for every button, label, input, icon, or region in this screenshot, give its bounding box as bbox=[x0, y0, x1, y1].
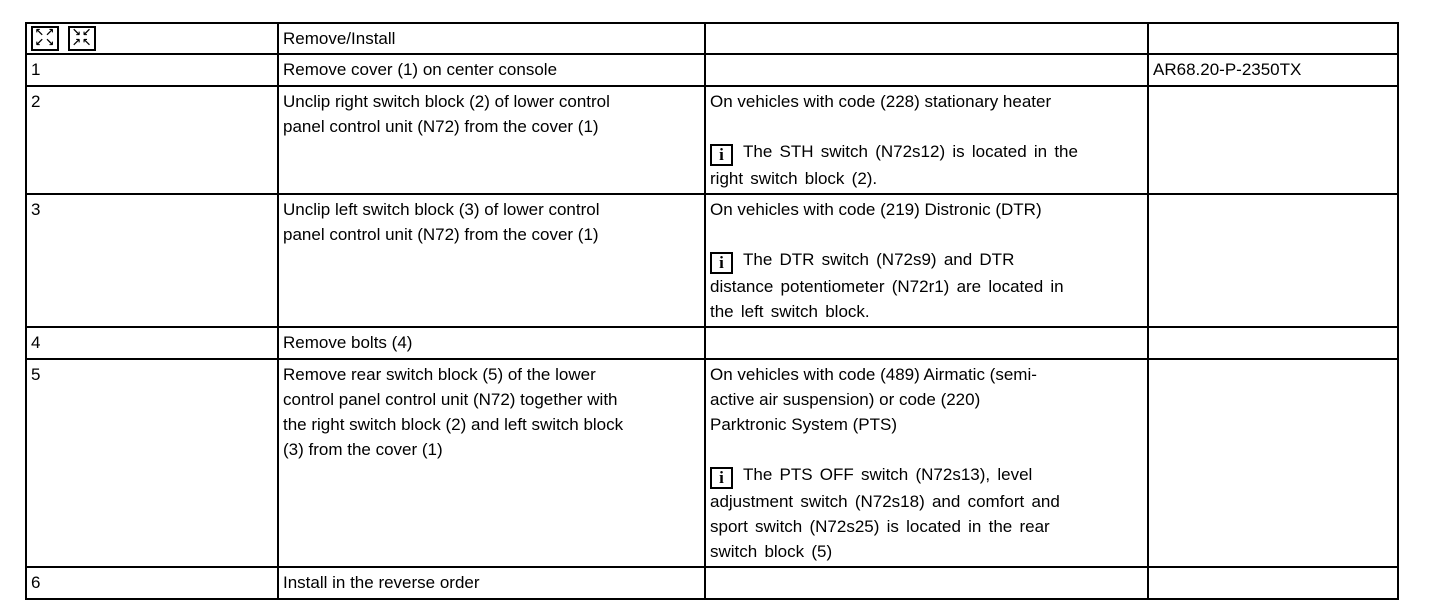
info-icon: i bbox=[710, 252, 733, 274]
collapse-icon-bottom: ↗↖ bbox=[71, 36, 93, 49]
instruction-text: Remove rear switch block (5) of the lowe… bbox=[283, 365, 624, 459]
instruction-text: Unclip left switch block (3) of lower co… bbox=[283, 200, 600, 244]
instruction-cell: Remove cover (1) on center console bbox=[277, 53, 706, 87]
note-info-text: The DTR switch (N72s9) and DTR distance … bbox=[710, 250, 1064, 321]
step-number: 5 bbox=[31, 365, 41, 384]
step-number: 6 bbox=[31, 573, 41, 592]
note-info-text: The PTS OFF switch (N72s13), level adjus… bbox=[710, 465, 1060, 561]
expand-icon[interactable]: ↖↗↙↘ bbox=[31, 26, 59, 51]
table-row: 6 Install in the reverse order bbox=[25, 566, 1399, 600]
instruction-text: Remove cover (1) on center console bbox=[283, 60, 558, 79]
instruction-cell: Unclip left switch block (3) of lower co… bbox=[277, 193, 706, 328]
step-number-cell: 4 bbox=[25, 326, 279, 360]
table-row: 3 Unclip left switch block (3) of lower … bbox=[25, 193, 1399, 328]
instruction-cell: Remove bolts (4) bbox=[277, 326, 706, 360]
procedure-table: ↖↗↙↘ ↘↙↗↖ Remove/Install 1 Remove cover (… bbox=[25, 22, 1399, 600]
table-row: 4 Remove bolts (4) bbox=[25, 326, 1399, 360]
step-number: 3 bbox=[31, 200, 41, 219]
doc-ref-cell bbox=[1147, 326, 1399, 360]
step-number-cell: 2 bbox=[25, 85, 279, 195]
instruction-cell: Unclip right switch block (2) of lower c… bbox=[277, 85, 706, 195]
table-title: Remove/Install bbox=[283, 29, 396, 48]
collapse-icon-top: ↘↙ bbox=[71, 26, 93, 39]
doc-ref: AR68.20-P-2350TX bbox=[1153, 60, 1302, 79]
note-intro-text: On vehicles with code (219) Distronic (D… bbox=[710, 200, 1042, 219]
step-number-cell: 5 bbox=[25, 358, 279, 568]
table-row: 1 Remove cover (1) on center console AR6… bbox=[25, 53, 1399, 87]
instruction-text: Remove bolts (4) bbox=[283, 333, 413, 352]
doc-ref-cell bbox=[1147, 358, 1399, 568]
note-cell: On vehicles with code (489) Airmatic (se… bbox=[704, 358, 1149, 568]
step-number-cell: 6 bbox=[25, 566, 279, 600]
instruction-cell: Remove rear switch block (5) of the lowe… bbox=[277, 358, 706, 568]
instruction-text: Install in the reverse order bbox=[283, 573, 480, 592]
step-number: 1 bbox=[31, 60, 41, 79]
header-empty-cell-doc bbox=[1147, 22, 1399, 55]
step-number: 2 bbox=[31, 92, 41, 111]
doc-ref-cell bbox=[1147, 193, 1399, 328]
table-row: 5 Remove rear switch block (5) of the lo… bbox=[25, 358, 1399, 568]
note-intro-text: On vehicles with code (489) Airmatic (se… bbox=[710, 365, 1037, 434]
note-info-text: The STH switch (N72s12) is located in th… bbox=[710, 142, 1078, 188]
table-header-row: ↖↗↙↘ ↘↙↗↖ Remove/Install bbox=[25, 22, 1399, 55]
instruction-cell: Install in the reverse order bbox=[277, 566, 706, 600]
doc-ref-cell: AR68.20-P-2350TX bbox=[1147, 53, 1399, 87]
note-cell: On vehicles with code (219) Distronic (D… bbox=[704, 193, 1149, 328]
note-intro-text: On vehicles with code (228) stationary h… bbox=[710, 92, 1052, 111]
step-number-cell: 3 bbox=[25, 193, 279, 328]
step-number: 4 bbox=[31, 333, 41, 352]
step-number-cell: 1 bbox=[25, 53, 279, 87]
expand-icon-top: ↖↗ bbox=[34, 26, 56, 39]
note-cell bbox=[704, 326, 1149, 360]
collapse-icon[interactable]: ↘↙↗↖ bbox=[68, 26, 96, 51]
doc-ref-cell bbox=[1147, 85, 1399, 195]
instruction-text: Unclip right switch block (2) of lower c… bbox=[283, 92, 610, 136]
doc-ref-cell bbox=[1147, 566, 1399, 600]
header-empty-cell-notes bbox=[704, 22, 1149, 55]
procedure-table-body: 1 Remove cover (1) on center console AR6… bbox=[25, 53, 1399, 600]
expand-icon-bottom: ↙↘ bbox=[34, 36, 56, 49]
table-row: 2 Unclip right switch block (2) of lower… bbox=[25, 85, 1399, 195]
info-icon: i bbox=[710, 467, 733, 489]
note-cell bbox=[704, 566, 1149, 600]
header-icons-cell: ↖↗↙↘ ↘↙↗↖ bbox=[25, 22, 279, 55]
note-cell bbox=[704, 53, 1149, 87]
note-cell: On vehicles with code (228) stationary h… bbox=[704, 85, 1149, 195]
info-icon: i bbox=[710, 144, 733, 166]
procedure-table-wrap: ↖↗↙↘ ↘↙↗↖ Remove/Install 1 Remove cover (… bbox=[25, 22, 1399, 600]
header-title-cell: Remove/Install bbox=[277, 22, 706, 55]
